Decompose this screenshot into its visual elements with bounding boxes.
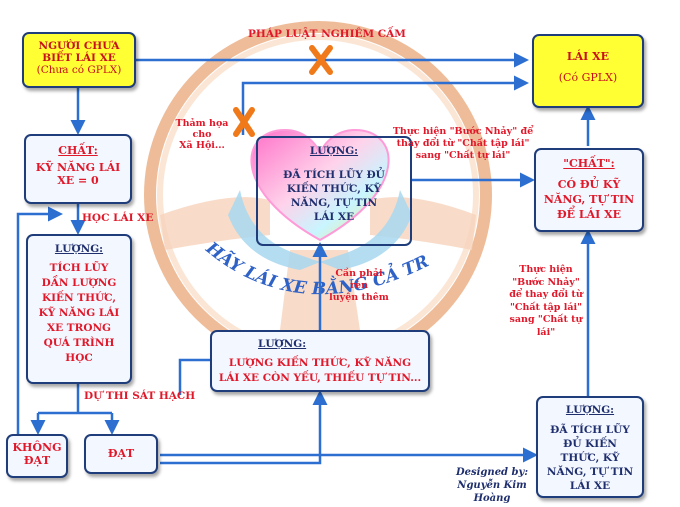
text: LÁI XE CÒN YẾU, THIẾU TỰ TIN... <box>218 372 422 384</box>
text: NĂNG, TỰ TIN <box>290 197 378 209</box>
label-can-phai: Cần phải rèn luyện thêm <box>326 268 392 304</box>
text: Thực hiện <box>519 264 573 275</box>
text: sang "Chất tự lái" <box>415 150 511 161</box>
box-khong-dat: KHÔNG ĐẠT <box>6 434 68 478</box>
text: KHÔNG <box>12 441 62 454</box>
designer-credit: Designed by: Nguyễn Kim Hoàng <box>444 466 540 505</box>
text: (Có GPLX) <box>558 71 618 84</box>
label-du-thi: DỰ THI SÁT HẠCH <box>84 390 196 402</box>
text: LÁI XE <box>313 211 355 223</box>
title: LƯỢNG: <box>54 243 104 255</box>
arrow-khong-dat-loop <box>16 206 63 437</box>
text: DẦN LƯỢNG <box>41 277 117 289</box>
hands-illustration <box>228 190 412 270</box>
box-lai-xe: LÁI XE (Có GPLX) <box>532 34 644 108</box>
box-chat-right: "CHẤT": CÓ ĐỦ KỸ NĂNG, TỰ TIN ĐỂ LÁI XE <box>534 148 644 232</box>
text: "Bước Nhảy" <box>512 276 580 288</box>
title: "CHẤT": <box>563 157 615 170</box>
label-buoc-nhay-right: Thực hiện "Bước Nhảy" để thay đổi từ "Ch… <box>506 264 586 339</box>
text: ĐỂ LÁI XE <box>557 208 621 221</box>
luong-left-lines: TÍCH LŨY DẦN LƯỢNG KIẾN THỨC, KỸ NĂNG LÁ… <box>28 261 130 366</box>
text: THỨC, KỸ <box>560 452 620 464</box>
box-dat: ĐẠT <box>84 434 158 474</box>
text: thay đổi từ "Chất tập lái" <box>396 138 530 149</box>
text: LÁI XE <box>569 480 611 492</box>
text: Thực hiện "Bước Nhảy" để <box>392 126 534 137</box>
text: LƯỢNG KIẾN THỨC, KỸ NĂNG <box>228 357 412 369</box>
text: (Chưa có GPLX) <box>36 64 122 76</box>
text: KIẾN THỨC, <box>41 292 116 304</box>
title: CHẤT: <box>58 144 98 157</box>
box-luong-right: LƯỢNG: ĐÃ TÍCH LŨY ĐỦ KIẾN THỨC, KỸ NĂNG… <box>536 396 644 498</box>
center-lines: ĐÃ TÍCH LŨY ĐỦ KIẾN THỨC, KỸ NĂNG, TỰ TI… <box>258 168 410 224</box>
text: CÓ ĐỦ KỸ <box>557 178 621 191</box>
text: KIẾN THỨC, KỸ <box>286 183 382 195</box>
arrow-dat-to-bottom-center <box>160 390 328 465</box>
text: ĐẠT <box>23 454 51 467</box>
arrow-bottom-center-to-left <box>178 358 210 395</box>
text: ĐÃ TÍCH LŨY <box>550 424 630 436</box>
box-chat-left: CHẤT: KỸ NĂNG LÁI XE = 0 <box>24 134 132 204</box>
text: lái" <box>536 326 556 338</box>
label-hoc-lai-xe: HỌC LÁI XE <box>82 212 154 224</box>
label-tham-hoa: Thảm họa cho Xã Hội... <box>165 118 239 151</box>
text: TÍCH LŨY <box>49 262 109 274</box>
text: Thảm họa cho <box>175 118 229 140</box>
text: QUÁ TRÌNH <box>43 337 115 349</box>
x-mark-top <box>309 45 333 75</box>
box-center-luong: LƯỢNG: ĐÃ TÍCH LŨY ĐỦ KIẾN THỨC, KỸ NĂNG… <box>256 136 412 246</box>
luong-right-lines: ĐÃ TÍCH LŨY ĐỦ KIẾN THỨC, KỸ NĂNG, TỰ TI… <box>538 423 642 493</box>
text: sang "Chất tự <box>509 314 583 325</box>
text: ĐỦ KIẾN <box>563 438 617 450</box>
text: KỸ NĂNG LÁI <box>35 161 121 174</box>
text: ĐẠT <box>107 447 135 460</box>
text: BIẾT LÁI XE <box>42 52 116 64</box>
flow-arrows <box>16 52 596 465</box>
text: NĂNG, TỰ TIN <box>546 466 634 478</box>
text: XE TRONG <box>46 322 112 334</box>
text: LÁI XE <box>566 50 610 63</box>
chat-right-lines: CÓ ĐỦ KỸ NĂNG, TỰ TIN ĐỂ LÁI XE <box>536 177 642 222</box>
text: HỌC <box>65 352 93 364</box>
box-nguoi-chua-biet-lai-xe: NGƯỜI CHƯA BIẾT LÁI XE (Chưa có GPLX) <box>22 32 136 88</box>
text: Nguyễn Kim Hoàng <box>457 480 527 504</box>
text: "Chất tập lái" <box>509 301 583 313</box>
title: LƯỢNG: <box>565 404 615 416</box>
x-mark-side <box>233 107 255 137</box>
text: NĂNG, TỰ TIN <box>543 193 635 206</box>
box-luong-left: LƯỢNG: TÍCH LŨY DẦN LƯỢNG KIẾN THỨC, KỸ … <box>26 234 132 384</box>
text: NGƯỜI CHƯA <box>38 40 120 52</box>
text: Designed by: <box>455 467 529 478</box>
label-buoc-nhay-top: Thực hiện "Bước Nhảy" để thay đổi từ "Ch… <box>388 126 538 162</box>
text: Cần phải rèn <box>335 268 383 291</box>
text: XE = 0 <box>57 174 99 187</box>
text: ĐÃ TÍCH LŨY ĐỦ <box>283 169 385 181</box>
text: Xã Hội... <box>179 140 225 151</box>
text: luyện thêm <box>329 292 389 303</box>
box-bottom-center-luong: LƯỢNG: LƯỢNG KIẾN THỨC, KỸ NĂNG LÁI XE C… <box>210 330 430 392</box>
text: KỸ NĂNG LÁI <box>38 307 120 319</box>
title: LƯỢNG: <box>258 338 307 350</box>
title: LƯỢNG: <box>309 145 359 157</box>
heart-shape <box>250 128 390 242</box>
text: để thay đổi từ <box>509 289 583 300</box>
label-phap-luat: PHÁP LUẬT NGHIÊM CẤM <box>248 28 406 40</box>
